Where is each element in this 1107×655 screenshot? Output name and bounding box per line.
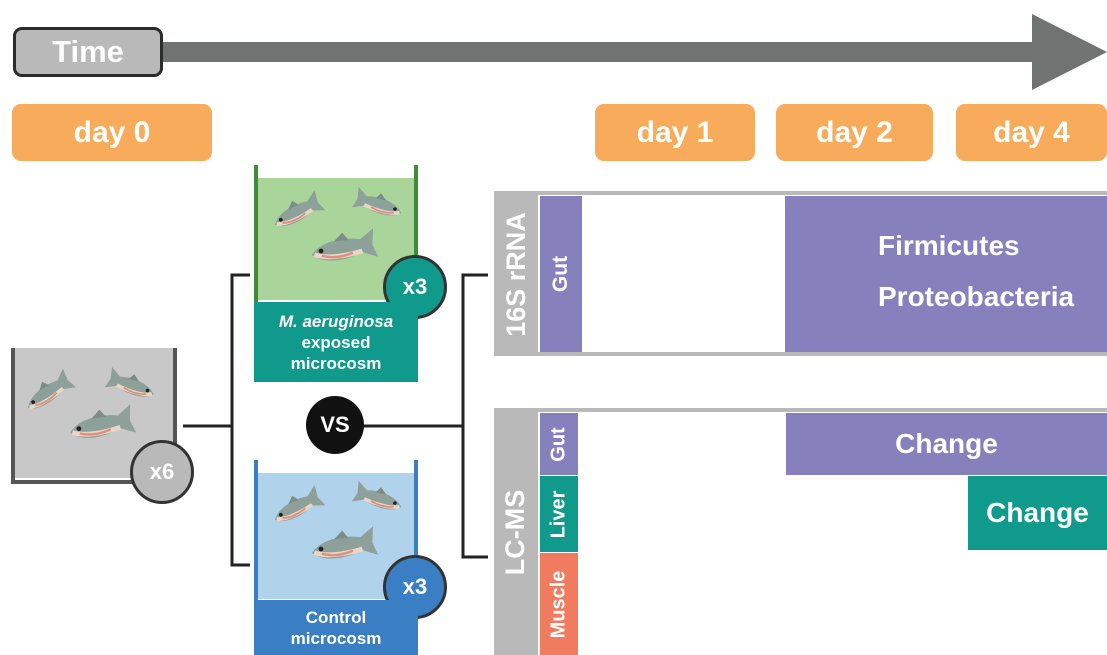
- time-label: Time: [13, 27, 163, 77]
- panel-lcms-gut-label: Gut: [547, 426, 570, 462]
- panel-lcms-tissue-liver: Liver: [540, 476, 578, 552]
- vs-text: VS: [320, 412, 350, 437]
- timeline-arrowhead: [1032, 14, 1107, 90]
- panel-lcms-method-bar: LC-MS: [494, 410, 538, 655]
- timeline-arrow-shaft: [160, 42, 1040, 62]
- day-4-label: day 4: [956, 104, 1107, 161]
- panel-lcms-muscle-label: Muscle: [547, 570, 570, 638]
- day-1-label: day 1: [595, 104, 755, 161]
- control-label-line1: Control: [305, 607, 367, 627]
- exposed-label: M. aeruginosa exposed microcosm: [254, 302, 418, 382]
- panel-16s-tissue-label: Gut: [549, 255, 572, 293]
- panel-16s-tissue-gut: Gut: [540, 196, 582, 352]
- vs-badge: VS: [306, 396, 364, 454]
- panel-16s-result: [785, 196, 1107, 352]
- result-proteobacteria: Proteobacteria: [878, 281, 1075, 312]
- day-2-label: day 2: [776, 104, 933, 161]
- control-count: x3: [402, 574, 428, 599]
- panel-lcms-method: LC-MS: [500, 489, 531, 576]
- panel-16s-frame: [494, 191, 1107, 356]
- panel-16s-method-bar: 16S rRNA: [494, 193, 538, 356]
- control-label-line2: microcosm: [290, 628, 382, 648]
- lcms-liver-change-text: Change: [986, 497, 1089, 528]
- start-count: x6: [149, 459, 175, 484]
- start-count-badge: x6: [130, 440, 194, 504]
- panel-16s-method: 16S rRNA: [500, 212, 531, 337]
- exposed-label-species: M. aeruginosa: [278, 311, 394, 331]
- result-firmicutes: Firmicutes: [878, 230, 1020, 261]
- lcms-liver-change: Change: [968, 476, 1107, 550]
- lcms-gut-change: Change: [786, 413, 1107, 475]
- lcms-gut-change-text: Change: [895, 428, 998, 459]
- exposed-label-line1: exposed: [301, 332, 371, 352]
- panel-lcms-liver-label: Liver: [547, 490, 570, 538]
- panel-lcms-tissue-muscle: Muscle: [540, 553, 578, 655]
- panel-lcms-tissue-gut: Gut: [540, 413, 578, 475]
- day-0-label: day 0: [12, 104, 212, 161]
- exposed-count: x3: [402, 274, 428, 299]
- control-label: Control microcosm: [254, 600, 418, 655]
- exposed-label-line2: microcosm: [290, 353, 382, 373]
